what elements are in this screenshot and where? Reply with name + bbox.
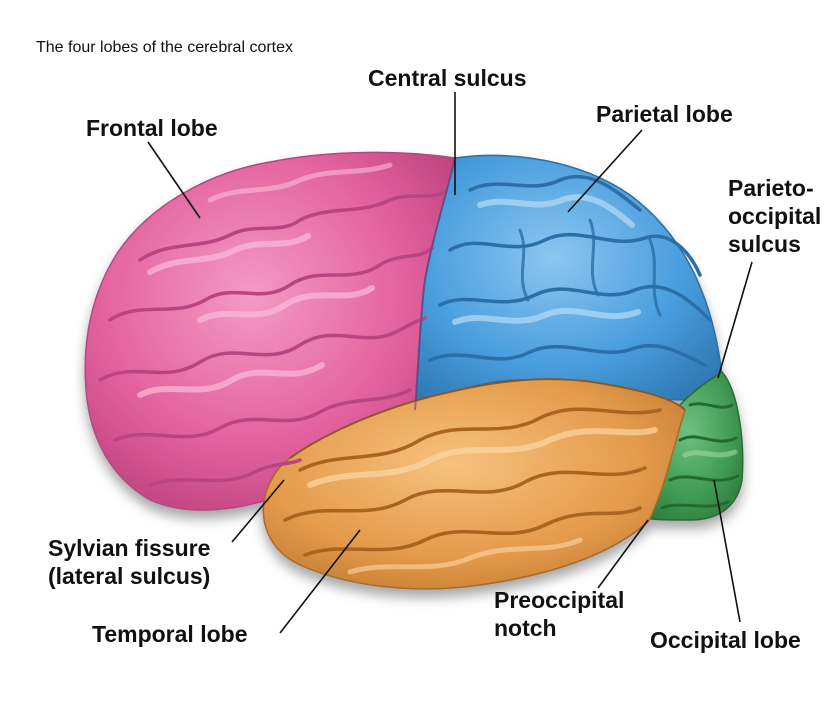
temporal-gyri <box>283 407 662 575</box>
parieto-occipital-sulcus-label: Parieto- occipital sulcus <box>728 175 826 257</box>
sylvian-fissure-line-1: Sylvian fissure <box>48 535 210 561</box>
sylvian-fissure-leader <box>231 479 285 543</box>
parietal-lobe-region <box>414 154 723 412</box>
temporal-lobe-leader <box>279 529 361 634</box>
parietal-lobe-label: Parietal lobe <box>596 101 733 127</box>
occipital-lobe-leader <box>713 479 741 623</box>
central-sulcus-line <box>414 157 456 411</box>
preoccipital-notch-label: Preoccipital notch <box>494 587 631 641</box>
diagram-title: The four lobes of the cerebral cortex <box>36 39 293 56</box>
lateral-sulcus-line <box>289 378 686 459</box>
frontal-gyri <box>98 162 447 487</box>
parieto-occipital-line-1: Parieto- <box>728 175 814 201</box>
central-sulcus-label: Central sulcus <box>368 65 527 91</box>
frontal-lobe-label: Frontal lobe <box>86 115 218 141</box>
parietal-gyri <box>428 174 712 367</box>
frontal-lobe-leader <box>147 141 201 219</box>
preoccipital-notch-line-1: Preoccipital <box>494 587 624 613</box>
parieto-occipital-line-3: sulcus <box>728 231 801 257</box>
parieto-occipital-line-2: occipital <box>728 203 821 229</box>
parieto-occipital-leader <box>717 261 753 379</box>
preoccipital-notch-leader <box>597 519 649 589</box>
sylvian-fissure-line-2: (lateral sulcus) <box>48 563 210 589</box>
parietal-lobe-leader <box>567 129 643 213</box>
occipital-lobe-label: Occipital lobe <box>650 627 801 653</box>
preoccipital-notch-line-2: notch <box>494 615 557 641</box>
occipital-gyri <box>660 402 740 510</box>
sylvian-fissure-label: Sylvian fissure (lateral sulcus) <box>48 535 217 589</box>
temporal-lobe-label: Temporal lobe <box>92 621 248 647</box>
